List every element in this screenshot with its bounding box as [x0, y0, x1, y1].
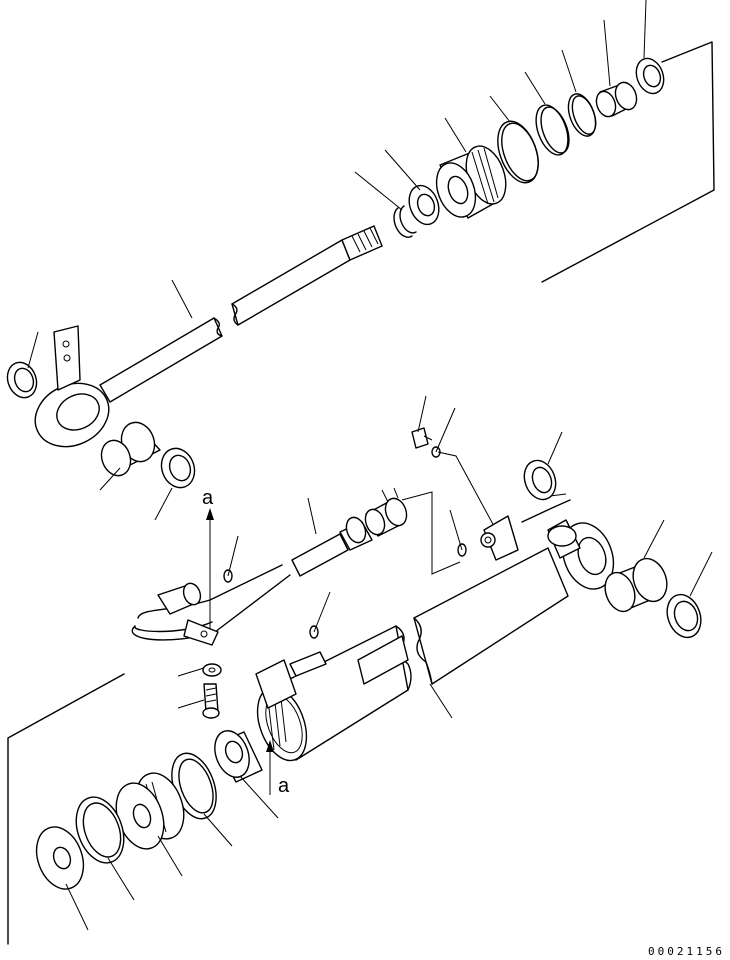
group-bracket-upper [542, 42, 714, 282]
rod-bushing [97, 418, 160, 480]
head-ring [164, 747, 225, 825]
view-arrow-bottom [266, 740, 274, 795]
view-arrow-top [206, 508, 214, 630]
group-bracket-tube-2 [550, 494, 566, 496]
group-bracket-lower [8, 674, 124, 944]
tube-bushing [600, 554, 673, 616]
snap-ring-upper-right [519, 456, 561, 504]
view-marker-top: a [202, 487, 214, 509]
washer [203, 664, 221, 676]
head-nut [209, 726, 262, 782]
piston-nut [404, 181, 444, 228]
hydraulic-pipe [132, 565, 290, 645]
tube-assembly: a [8, 396, 712, 944]
pipe-upper [292, 488, 460, 576]
leader-lines-upper [28, 0, 646, 520]
grease-fitting [412, 428, 508, 552]
piston-rod [25, 226, 382, 458]
backup-ring [563, 90, 601, 140]
collar [593, 79, 640, 119]
bolt [203, 684, 219, 718]
tube-dust-seal [661, 590, 706, 642]
end-nut [632, 55, 669, 98]
snap-ring-left [3, 358, 42, 401]
leader-lines-lower [66, 396, 712, 930]
piston [430, 141, 514, 223]
drawing-code: 00021156 [648, 945, 725, 958]
view-marker-bottom: a [278, 775, 290, 797]
piston-snap-ring [394, 206, 416, 237]
head-seal-ring [68, 791, 133, 870]
cylinder-head [108, 767, 193, 856]
group-bracket-tube [522, 500, 570, 522]
rod-assembly [3, 0, 714, 520]
wear-ring [530, 101, 575, 159]
rod-dust-seal [156, 444, 200, 493]
piston-ring [490, 116, 546, 188]
end-washer [28, 820, 91, 895]
